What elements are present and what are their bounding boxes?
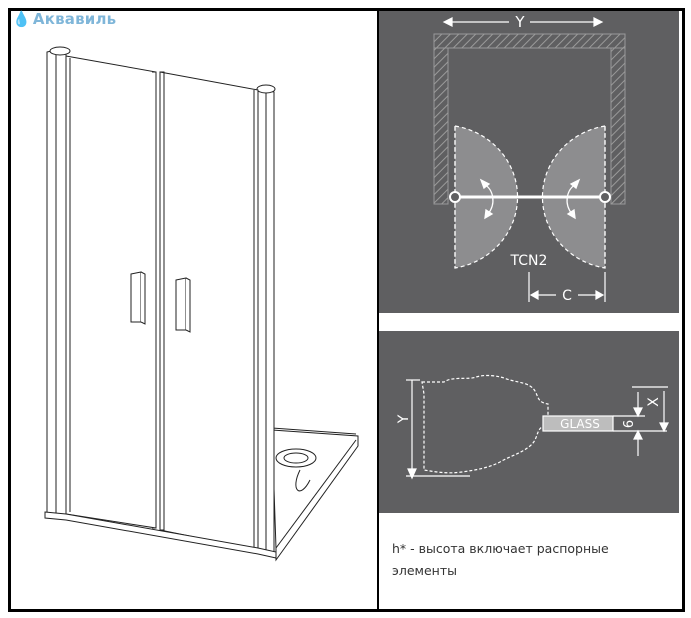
left-wall-profile <box>46 46 71 517</box>
rotation-arrow-left-icon <box>479 178 494 220</box>
thickness-label: 6 <box>622 420 637 428</box>
right-door-leaf <box>159 71 259 551</box>
right-wall-profile <box>256 84 276 555</box>
closed-doors <box>449 191 611 203</box>
vertical-divider <box>377 8 379 612</box>
model-label: TCN2 <box>510 253 548 269</box>
plan-walls <box>433 33 626 205</box>
shower-tray <box>271 427 359 562</box>
opening-dimension <box>528 272 606 302</box>
profile-outline <box>421 374 549 474</box>
plan-width-label: Y <box>514 13 525 31</box>
left-door-leaf <box>65 55 157 529</box>
plan-view-diagram: Y TCN2 C <box>433 13 626 304</box>
height-note: h* - высота включает распорные элементы <box>392 541 609 578</box>
profile-height-label: Y <box>396 414 412 424</box>
brand-logo: 💧Аквавиль <box>12 10 116 28</box>
opening-label: C <box>562 288 572 304</box>
plan-view-panel <box>379 11 679 313</box>
right-door-handle <box>175 277 191 333</box>
brand-name: Аквавиль <box>32 10 117 28</box>
plan-width-dimension <box>442 17 604 27</box>
gap-label: X <box>646 397 662 407</box>
glass-label: GLASS <box>560 417 600 431</box>
profile-height-dimension <box>406 379 470 480</box>
glass-pane <box>542 415 614 432</box>
thickness-dimension <box>613 392 667 456</box>
water-drop-icon: 💧 <box>12 10 31 28</box>
shower-door-illustration <box>44 46 359 562</box>
bottom-sill <box>44 511 277 559</box>
profile-section-panel <box>379 331 679 513</box>
left-door-handle <box>130 271 146 325</box>
rotation-arrow-right-icon <box>566 178 581 220</box>
gap-dimension <box>632 386 669 433</box>
profile-section-diagram: Y GLASS 6 X <box>396 374 669 480</box>
